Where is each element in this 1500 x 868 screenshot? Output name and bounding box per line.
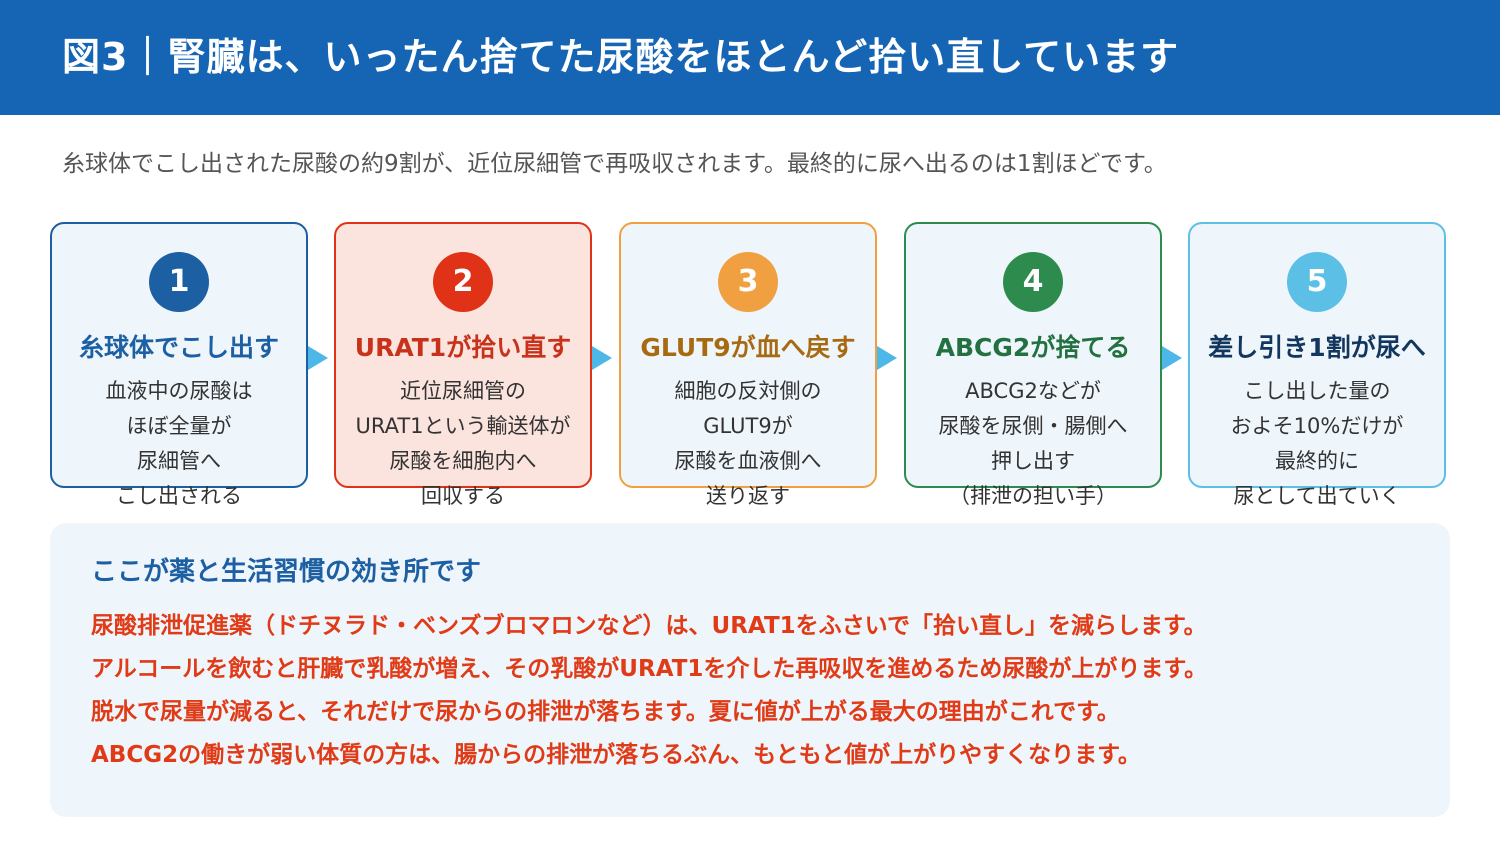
step-description-line: 押し出す <box>991 449 1075 473</box>
step-number-badge: 1 <box>149 252 209 312</box>
step-title: GLUT9が血へ戻す <box>640 333 856 362</box>
step-description: 血液中の尿酸はほぼ全量が尿細管へこし出される <box>32 374 326 514</box>
step-description-line: 回収する <box>421 484 505 508</box>
step-description-line: 尿酸を尿側・腸側へ <box>938 414 1128 438</box>
step-description-line: 尿酸を細胞内へ <box>389 449 537 473</box>
step-title: ABCG2が捨てる <box>935 333 1131 362</box>
step-description-line: URAT1という輸送体が <box>355 414 571 438</box>
step-description-line: ほぼ全量が <box>126 414 232 438</box>
step-description-line: こし出される <box>116 484 242 508</box>
flow-arrow-icon <box>877 346 897 370</box>
page-subtitle: 糸球体でこし出された尿酸の約9割が、近位尿細管で再吸収されます。最終的に尿へ出る… <box>62 151 1167 177</box>
step-description-line: およそ10%だけが <box>1230 414 1404 438</box>
header-bar: 図3｜腎臓は、いったん捨てた尿酸をほとんど拾い直しています <box>0 0 1500 115</box>
step-number-badge: 4 <box>1003 252 1063 312</box>
step-description-line: 血液中の尿酸は <box>105 379 253 403</box>
step-description-line: （排泄の担い手） <box>949 484 1117 508</box>
step-box-1: 1 糸球体でこし出す血液中の尿酸はほぼ全量が尿細管へこし出される <box>50 222 308 508</box>
page-title: 図3｜腎臓は、いったん捨てた尿酸をほとんど拾い直しています <box>62 35 1180 79</box>
step-title: 糸球体でこし出す <box>78 333 279 362</box>
notes-panel: ここが薬と生活習慣の効き所です 尿酸排泄促進薬（ドチヌラド・ベンズブロマロンなど… <box>50 523 1450 817</box>
notes-panel-title: ここが薬と生活習慣の効き所です <box>91 557 482 587</box>
step-description-line: 尿細管へ <box>137 449 221 473</box>
flow-arrow-icon <box>1162 346 1182 370</box>
notes-panel-lines: 尿酸排泄促進薬（ドチヌラド・ベンズブロマロンなど）は、URAT1をふさいで「拾い… <box>91 605 1207 777</box>
step-description-line: 最終的に <box>1275 449 1359 473</box>
flow-arrow-icon <box>592 346 612 370</box>
step-title: 差し引き1割が尿へ <box>1208 333 1426 362</box>
step-description: ABCG2などが尿酸を尿側・腸側へ押し出す （排泄の担い手） <box>886 374 1180 514</box>
step-description-line: ABCG2などが <box>965 379 1101 403</box>
step-description-line: 細胞の反対側の <box>674 379 822 403</box>
note-line: ABCG2の働きが弱い体質の方は、腸からの排泄が落ちるぶん、もともと値が上がりや… <box>91 742 1141 768</box>
step-number-badge: 2 <box>433 252 493 312</box>
step-description-line: こし出した量の <box>1243 379 1391 403</box>
step-description-line: 尿酸を血液側へ <box>674 449 822 473</box>
step-description-line: 送り返す <box>706 484 790 508</box>
step-title: URAT1が拾い直す <box>354 333 572 362</box>
note-line: 尿酸排泄促進薬（ドチヌラド・ベンズブロマロンなど）は、URAT1をふさいで「拾い… <box>91 613 1207 639</box>
step-description: 細胞の反対側の GLUT9が尿酸を血液側へ送り返す <box>601 374 895 514</box>
note-line: 脱水で尿量が減ると、それだけで尿からの排泄が落ちます。夏に値が上がる最大の理由が… <box>91 699 1120 725</box>
step-box-5: 5 差し引き1割が尿へこし出した量のおよそ10%だけが最終的に尿として出ていく <box>1188 222 1446 508</box>
step-description: 近位尿細管の URAT1という輸送体が尿酸を細胞内へ回収する <box>316 374 610 514</box>
step-description: こし出した量のおよそ10%だけが最終的に尿として出ていく <box>1170 374 1464 514</box>
note-line: アルコールを飲むと肝臓で乳酸が増え、その乳酸がURAT1を介した再吸収を進めるた… <box>91 656 1208 682</box>
step-description-line: GLUT9が <box>703 414 793 438</box>
flow-arrow-icon <box>308 346 328 370</box>
step-description-line: 近位尿細管の <box>400 379 526 403</box>
step-number-badge: 3 <box>718 252 778 312</box>
step-description-line: 尿として出ていく <box>1233 484 1401 508</box>
step-number-badge: 5 <box>1287 252 1347 312</box>
